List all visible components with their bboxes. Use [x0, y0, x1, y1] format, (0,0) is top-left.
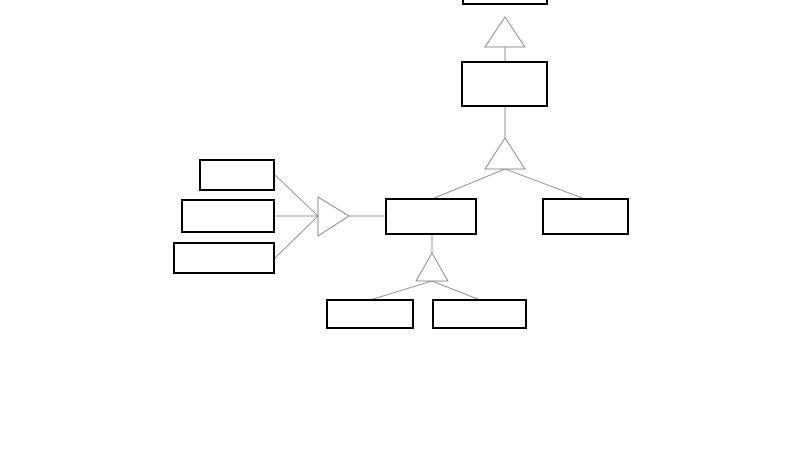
connector-upper-to-middle [431, 168, 506, 200]
generalization-triangles [317, 16, 526, 282]
class-node-left-top [199, 159, 275, 191]
connector-bottom-left [369, 280, 433, 301]
class-boxes [173, 0, 629, 329]
connector-upper-to-right [504, 168, 586, 200]
class-node-upper [461, 61, 548, 107]
class-node-bottom-right [432, 299, 527, 329]
class-node-left-middle [181, 199, 275, 233]
generalization-triangle-top [484, 16, 526, 48]
class-node-right [542, 198, 629, 235]
class-node-middle [385, 198, 477, 235]
connector-left-top [274, 174, 319, 217]
class-node-top [462, 0, 548, 5]
connector-bottom-right [431, 280, 481, 301]
class-node-bottom-left [326, 299, 414, 329]
connector-lines [274, 47, 586, 301]
class-node-left-bottom [173, 242, 275, 274]
generalization-triangle-left [317, 196, 350, 237]
connector-left-bottom [274, 215, 319, 259]
generalization-triangle-upper [484, 137, 526, 170]
generalization-triangle-bottom [415, 252, 449, 282]
